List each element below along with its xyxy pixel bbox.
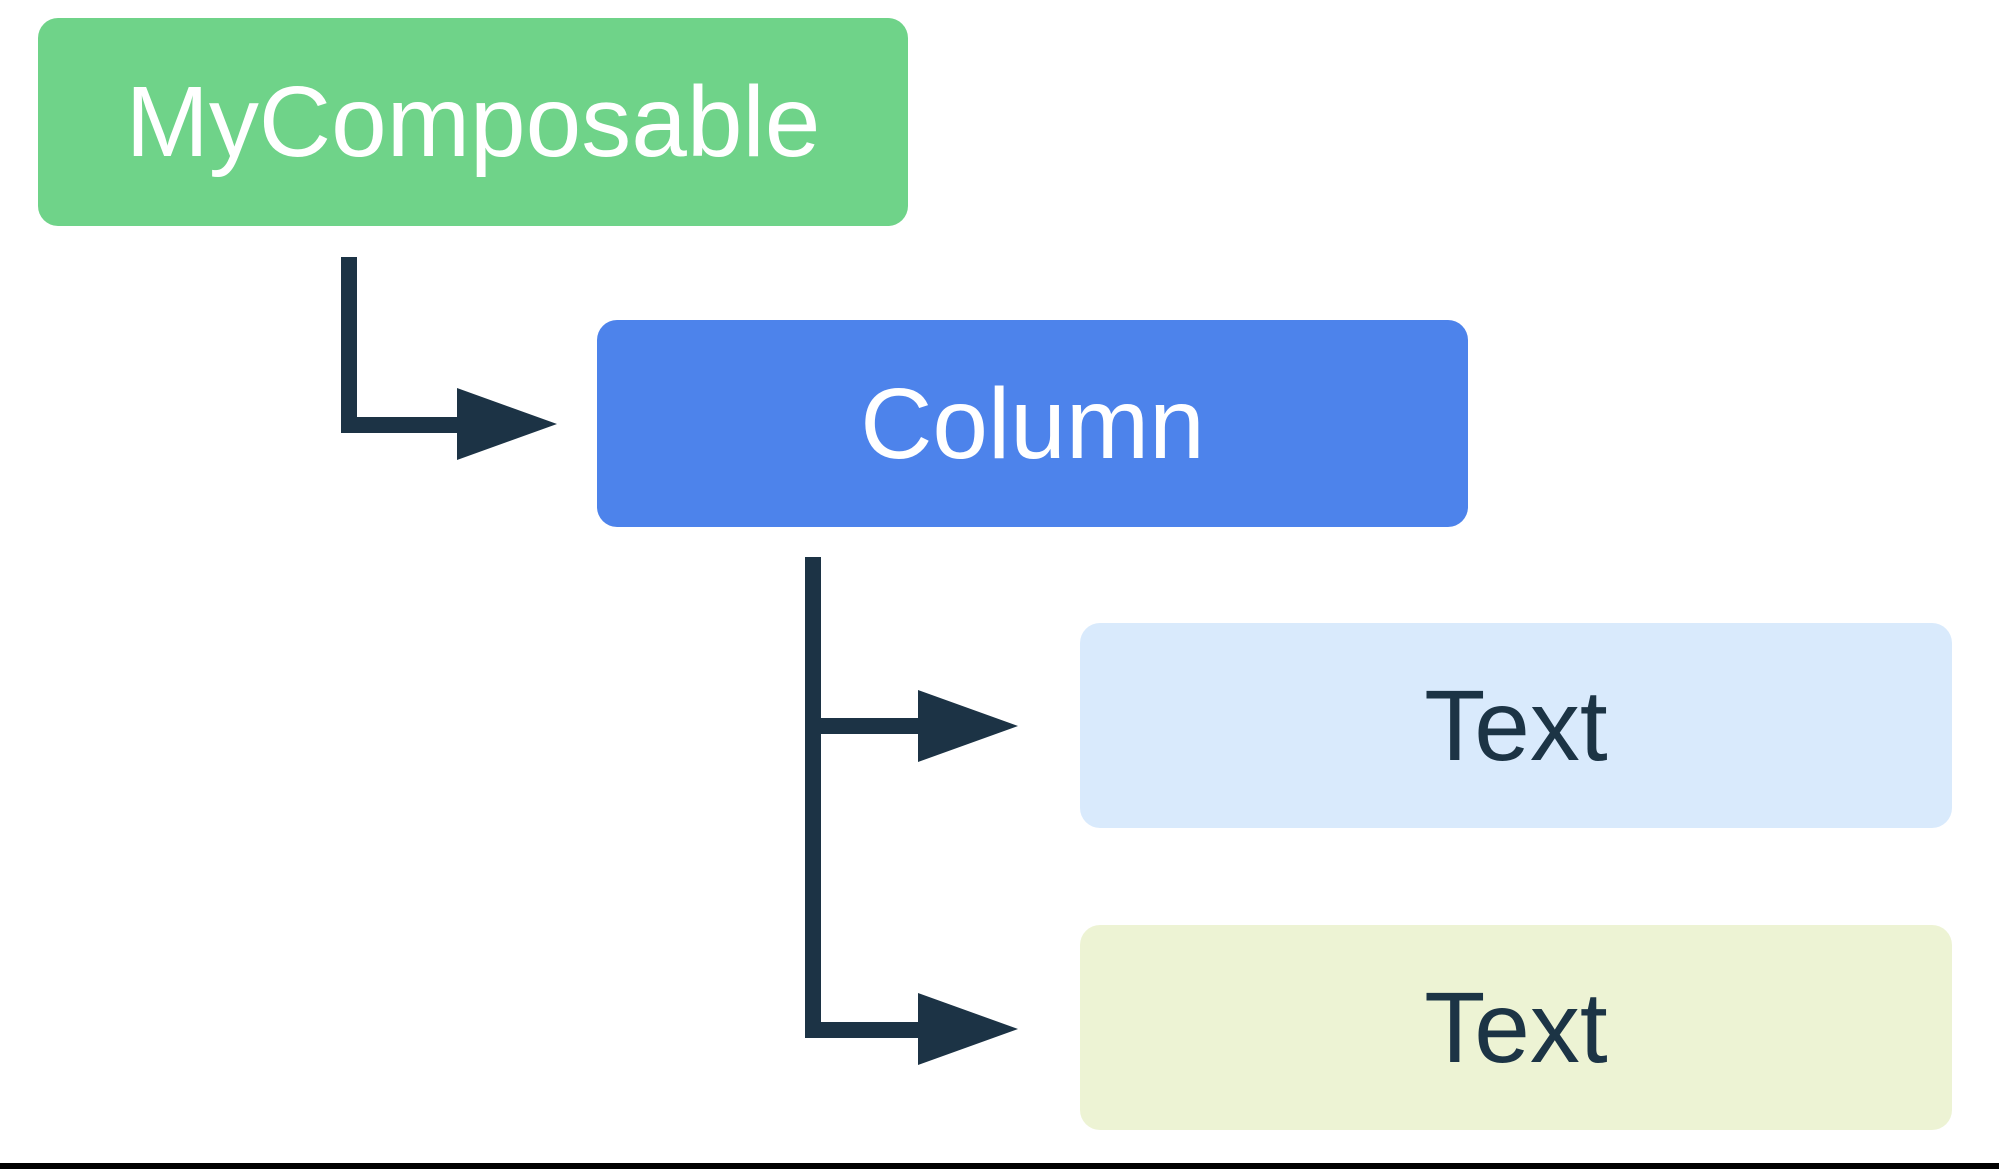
connector-column-to-text2-horizontal-line: [805, 1022, 919, 1038]
bottom-border-line: [0, 1163, 1999, 1169]
node-text-1-label: Text: [1424, 669, 1608, 782]
node-text-1: Text: [1080, 623, 1952, 828]
connector-root-to-column-vertical-line: [341, 257, 357, 432]
node-mycomposable: MyComposable: [38, 18, 908, 226]
node-column-label: Column: [860, 367, 1205, 480]
arrow-right-icon: [918, 993, 1018, 1065]
node-text-2-label: Text: [1424, 971, 1608, 1084]
connector-column-children-vertical-line: [805, 557, 821, 1038]
node-mycomposable-label: MyComposable: [125, 66, 821, 178]
arrow-right-icon: [457, 388, 557, 460]
arrow-right-icon: [918, 690, 1018, 762]
node-column: Column: [597, 320, 1468, 527]
connector-column-to-text1-horizontal-line: [805, 718, 919, 734]
node-text-2: Text: [1080, 925, 1952, 1130]
connector-root-to-column-horizontal-line: [341, 417, 458, 433]
